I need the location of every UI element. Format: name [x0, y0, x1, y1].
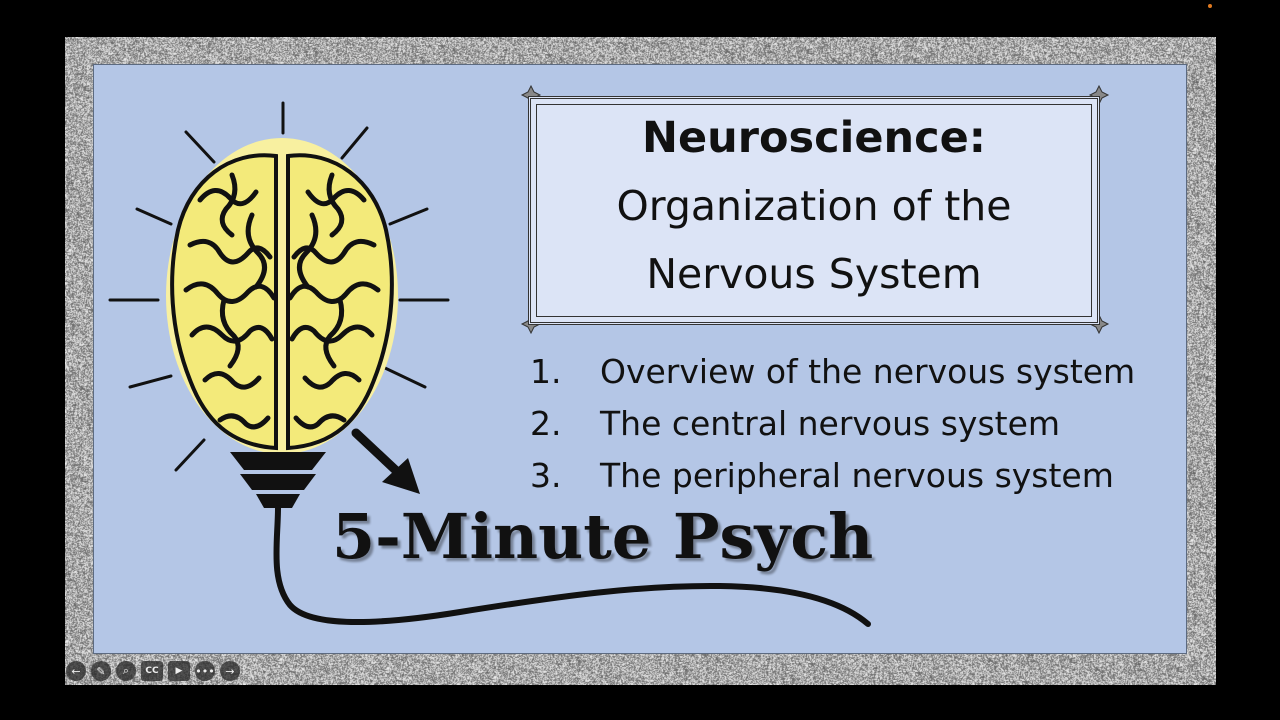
- title-subheading-line-1: Organization of the: [616, 182, 1012, 230]
- list-text: Overview of the nervous system: [600, 352, 1136, 391]
- title-subheading-line-2: Nervous System: [646, 250, 982, 298]
- bulb-base: [230, 452, 326, 508]
- more-icon[interactable]: •••: [195, 661, 215, 681]
- title-heading: Neuroscience:: [642, 113, 986, 163]
- light-rays: [108, 101, 450, 472]
- list-number: 2.: [530, 404, 562, 443]
- arrow-icon: [351, 428, 420, 494]
- pen-icon[interactable]: ✎: [91, 661, 111, 681]
- title-box: [528, 96, 1100, 325]
- brand-title: 5-Minute Psych: [332, 500, 874, 573]
- cc-icon[interactable]: CC: [141, 661, 163, 681]
- magnifier-icon[interactable]: ⌕: [116, 661, 136, 681]
- list-number: 1.: [530, 352, 562, 391]
- list-text: The peripheral nervous system: [600, 456, 1114, 495]
- list-text: The central nervous system: [600, 404, 1061, 443]
- status-dot: [1208, 4, 1212, 8]
- arrow-left-icon[interactable]: ←: [66, 661, 86, 681]
- power-cord: [273, 505, 871, 627]
- list-number: 3.: [530, 456, 562, 495]
- presentation-toolbar: ← ✎ ⌕ CC ▶ ••• →: [66, 660, 240, 682]
- list-item: 3. The peripheral nervous system: [530, 450, 1135, 502]
- topic-list: 1. Overview of the nervous system 2. The c…: [530, 346, 1135, 502]
- video-icon[interactable]: ▶: [168, 661, 190, 681]
- list-item: 2. The central nervous system: [530, 398, 1135, 450]
- brain-icon: [170, 153, 394, 451]
- arrow-right-icon[interactable]: →: [220, 661, 240, 681]
- list-item: 1. Overview of the nervous system: [530, 346, 1135, 398]
- slide-title: Neuroscience: Organization of the Nervou…: [530, 104, 1098, 308]
